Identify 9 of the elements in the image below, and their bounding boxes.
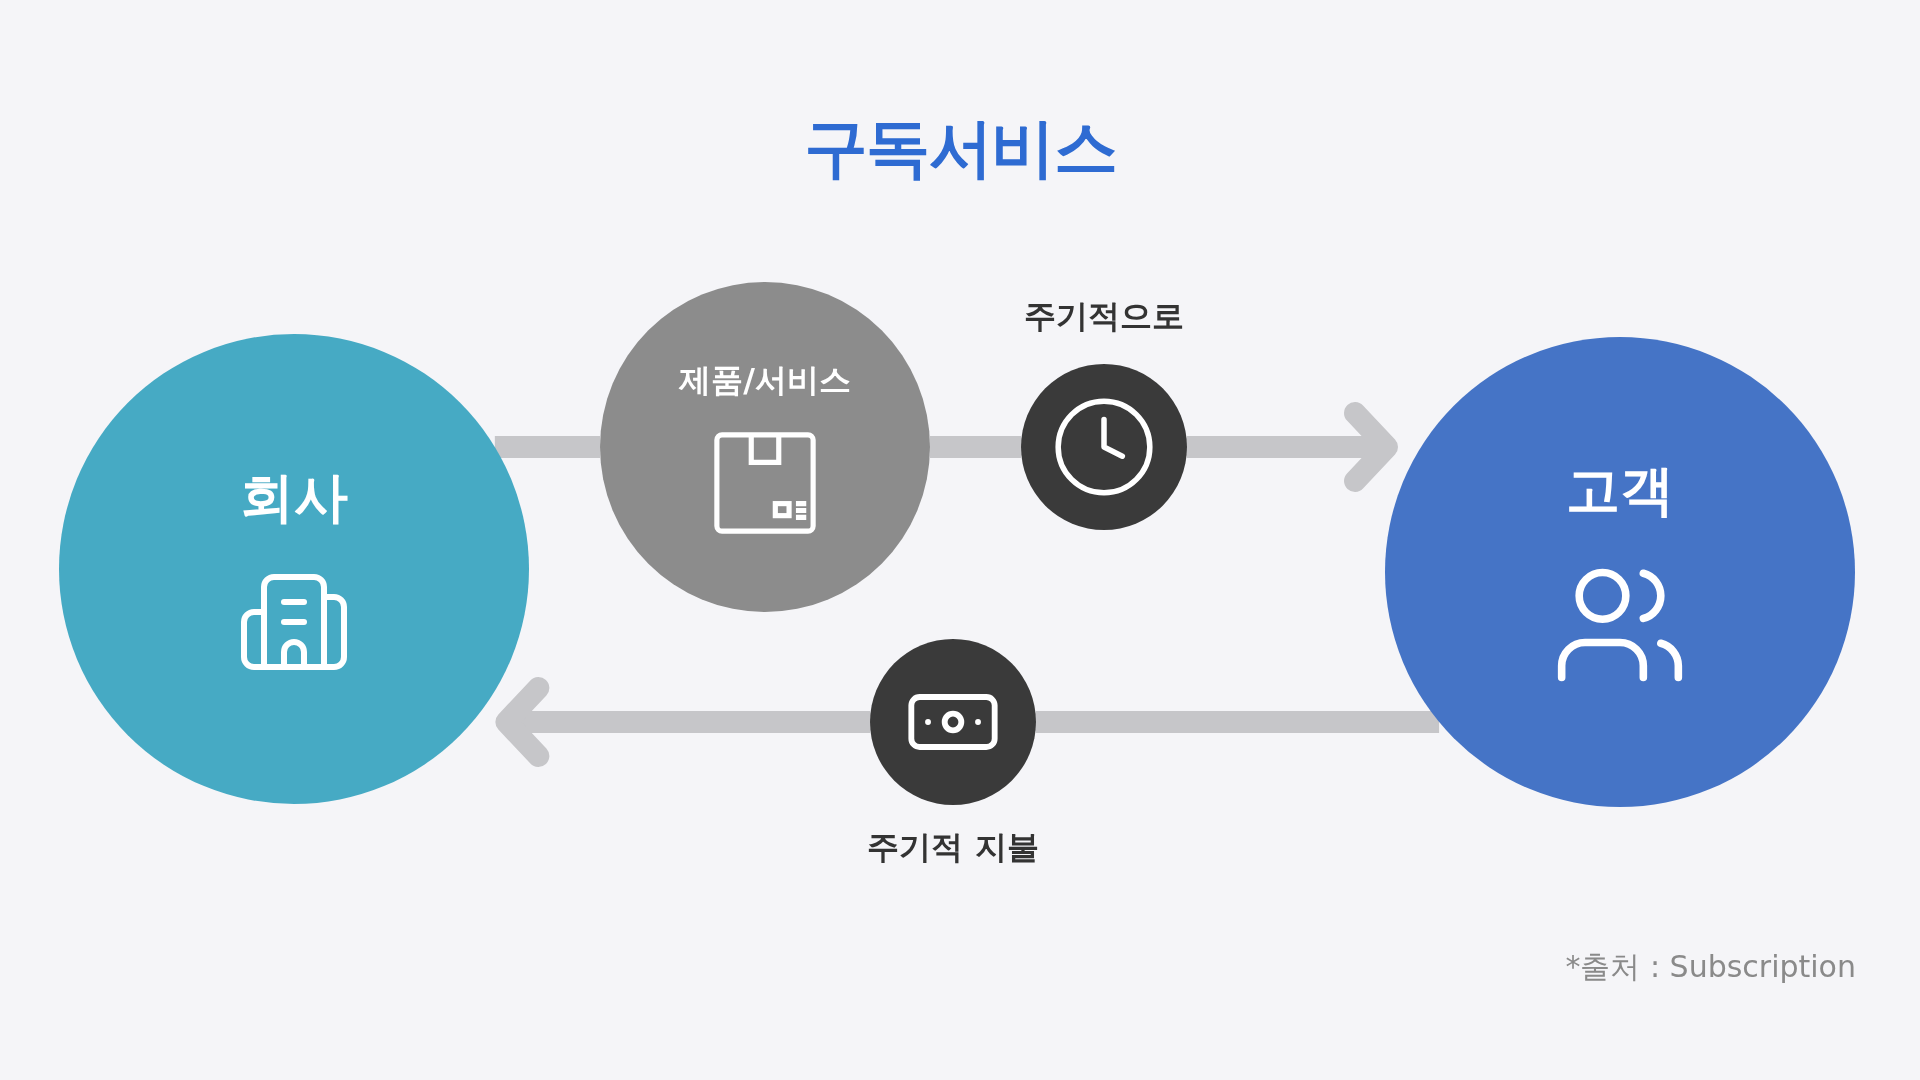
node-label: 제품/서비스 bbox=[679, 360, 851, 401]
arrow bbox=[1187, 402, 1398, 492]
source-note: *출처 : Subscription bbox=[1565, 948, 1856, 986]
arrow bbox=[495, 677, 870, 767]
node-label: 주기적으로 bbox=[1023, 296, 1185, 337]
node-label: 주기적 지불 bbox=[866, 827, 1040, 868]
node-label: 회사 bbox=[240, 464, 348, 531]
title: 구독서비스 bbox=[804, 110, 1116, 187]
node-label: 고객 bbox=[1566, 457, 1674, 524]
